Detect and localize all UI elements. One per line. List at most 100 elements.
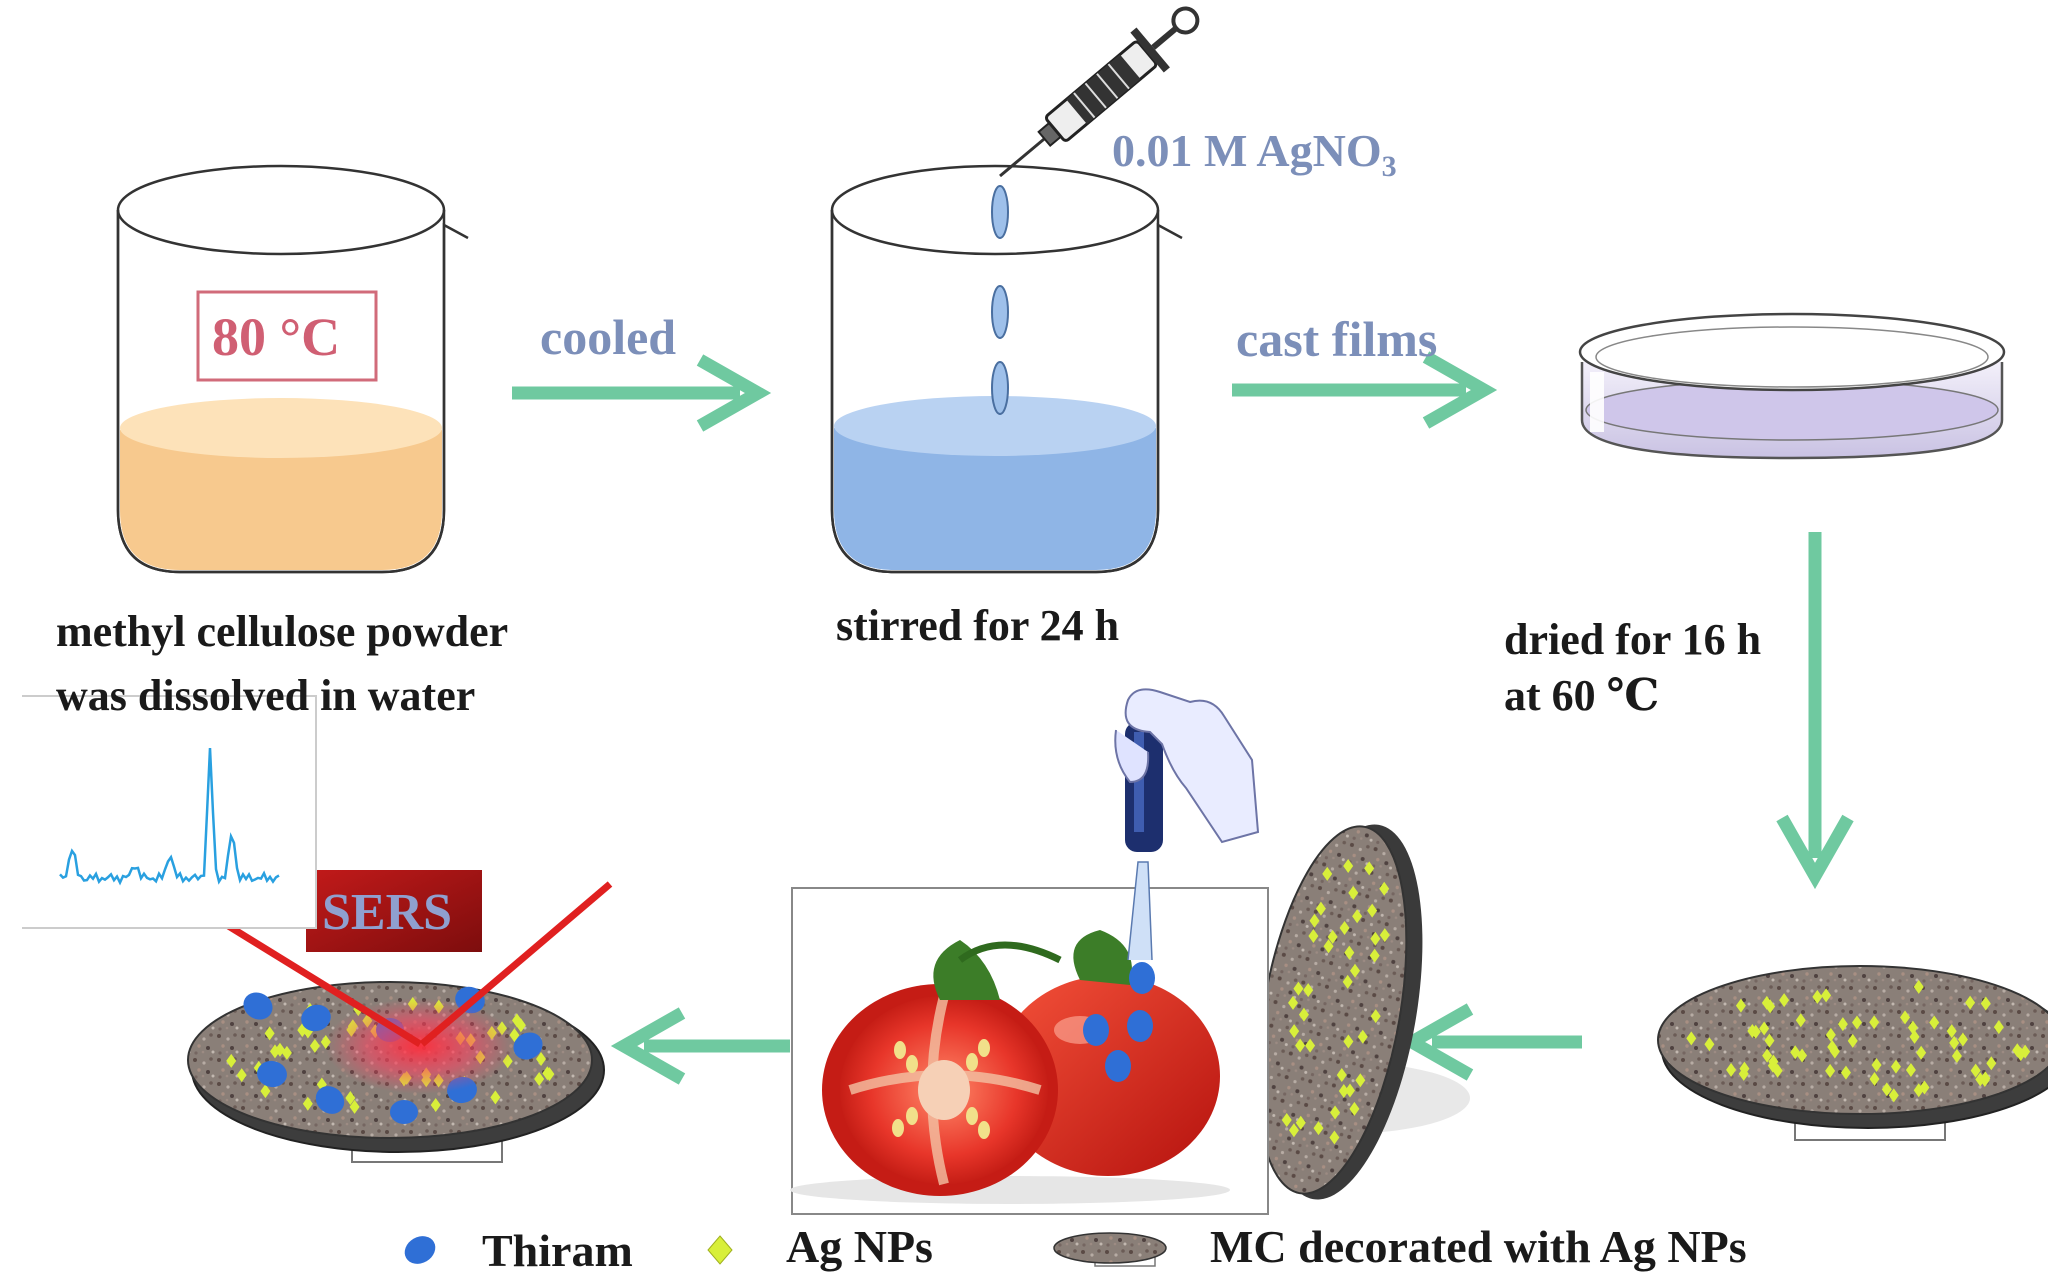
blue-solution — [834, 428, 1156, 570]
agnp-particle — [1986, 1056, 1997, 1071]
agnp-particle — [1295, 1115, 1306, 1130]
reagent-subscript: 3 — [1381, 150, 1397, 184]
agnp-particle — [349, 1099, 360, 1114]
agnp-particle — [1288, 1123, 1299, 1138]
droplet-icon — [991, 185, 1009, 415]
agnp-particle — [1762, 1048, 1773, 1063]
agnp-particle — [1344, 945, 1355, 960]
legend-mc-icon — [1053, 1232, 1167, 1267]
agnp-particle — [302, 1096, 313, 1111]
agnp-particle — [1308, 928, 1319, 943]
agnp-particle — [1293, 981, 1304, 996]
agnp-particle — [1379, 928, 1390, 943]
agnp-particle — [1355, 1073, 1366, 1088]
agnp-particle — [1338, 1083, 1349, 1098]
agnp-particle — [236, 1068, 247, 1083]
agnp-particle — [1288, 995, 1299, 1010]
agnp-particle — [1343, 1034, 1354, 1049]
reagent-label: 0.01 M AgNO3 — [1112, 122, 1397, 186]
sers-badge — [306, 870, 482, 952]
agnp-particle — [1735, 998, 1746, 1013]
legend-agnp-label: Ag NPs — [786, 1221, 933, 1272]
agnp-particle — [515, 1018, 526, 1033]
dried-caption-line1: dried for 16 h — [1504, 615, 1762, 664]
reagent-prefix: 0.01 M AgNO — [1112, 125, 1382, 176]
agnp-particle — [1929, 1015, 1940, 1030]
agnp-particle — [1379, 881, 1390, 896]
temperature-box — [196, 290, 378, 382]
agnp-particle — [1847, 1033, 1858, 1048]
agnp-particle — [1686, 1031, 1697, 1046]
agnp-particle — [536, 1051, 547, 1066]
legend-thiram-label: Thiram — [482, 1225, 633, 1276]
agnp-particle — [1309, 913, 1320, 928]
agnp-particle — [1821, 988, 1832, 1003]
agnp-particle — [1837, 1017, 1848, 1032]
spectrum-icon — [22, 695, 317, 929]
agnp-particle — [1330, 1105, 1341, 1120]
agnp-particle — [1352, 909, 1363, 924]
agnp-particle — [1327, 929, 1338, 944]
agnp-particle — [1905, 1062, 1916, 1077]
agnp-particle — [430, 1098, 441, 1113]
agnp-particle — [1871, 1058, 1882, 1073]
arrow-down-icon — [1776, 532, 1854, 890]
agnp-particle — [534, 1071, 545, 1086]
film-disc-icon — [1657, 965, 2048, 1141]
agnp-particle — [260, 1084, 271, 1099]
dissolve-caption-line1: methyl cellulose powder — [56, 607, 509, 656]
agnp-particle — [1764, 1033, 1775, 1048]
agnp-particle — [1840, 1065, 1851, 1080]
agnp-particle — [511, 1013, 522, 1028]
agnp-particle — [1370, 1009, 1381, 1024]
agnp-particle — [1957, 1032, 1968, 1047]
agnp-particle — [1790, 1045, 1801, 1060]
agnp-particle — [1949, 1035, 1960, 1050]
syringe-icon — [999, 6, 1200, 178]
stirred-caption: stirred for 24 h — [836, 601, 1120, 650]
arrow-left-icon — [610, 1007, 790, 1085]
agnp-particle — [345, 1091, 356, 1106]
agnp-particle — [1322, 866, 1333, 881]
agnp-particle — [1344, 1083, 1355, 1098]
agnp-particle — [1303, 983, 1314, 998]
agnp-particle — [1965, 995, 1976, 1010]
agnp-particle — [1951, 1049, 1962, 1064]
temperature-label: 80 °C — [212, 307, 341, 367]
agnp-particle — [1298, 1007, 1309, 1022]
agnp-particle — [1305, 1038, 1316, 1053]
agnp-particle — [1759, 1021, 1770, 1036]
agnp-particle — [1913, 979, 1924, 994]
agnp-particle — [1919, 1080, 1930, 1095]
agnp-particle — [1364, 861, 1375, 876]
agnp-particle — [1795, 1013, 1806, 1028]
film-disc-icon — [1210, 824, 1470, 1200]
agnp-particle — [1909, 1029, 1920, 1044]
agnp-particle — [2020, 1044, 2031, 1059]
agnp-particle — [1761, 995, 1772, 1010]
agnp-particle — [490, 1090, 501, 1105]
agnp-particle — [1349, 963, 1360, 978]
agnp-particle — [1704, 1037, 1715, 1052]
agnp-particle — [269, 1044, 280, 1059]
tomato-icon — [790, 930, 1230, 1204]
orange-solution — [120, 430, 442, 570]
agnp-particle — [1289, 1024, 1300, 1039]
agnp-particle — [1357, 1029, 1368, 1044]
agnp-particle — [1323, 939, 1334, 954]
agnp-particle — [1768, 1054, 1779, 1069]
agnp-particles — [1281, 858, 1390, 1145]
agnp-particle — [1852, 1015, 1863, 1030]
legend-mc-label: MC decorated with Ag NPs — [1210, 1221, 1747, 1272]
thiram-drops — [1083, 962, 1155, 1082]
agnp-particle — [1888, 1088, 1899, 1103]
agnp-particle — [1747, 1024, 1758, 1039]
agnp-particles — [1686, 979, 2031, 1103]
agnp-particle — [264, 1026, 275, 1041]
agnp-particle — [1739, 1061, 1750, 1076]
dissolve-caption-line2: was dissolved in water — [56, 671, 476, 720]
agnp-particle — [1336, 1067, 1347, 1082]
arrow-left-icon — [1398, 1003, 1582, 1081]
agnp-particle — [1825, 1063, 1836, 1078]
